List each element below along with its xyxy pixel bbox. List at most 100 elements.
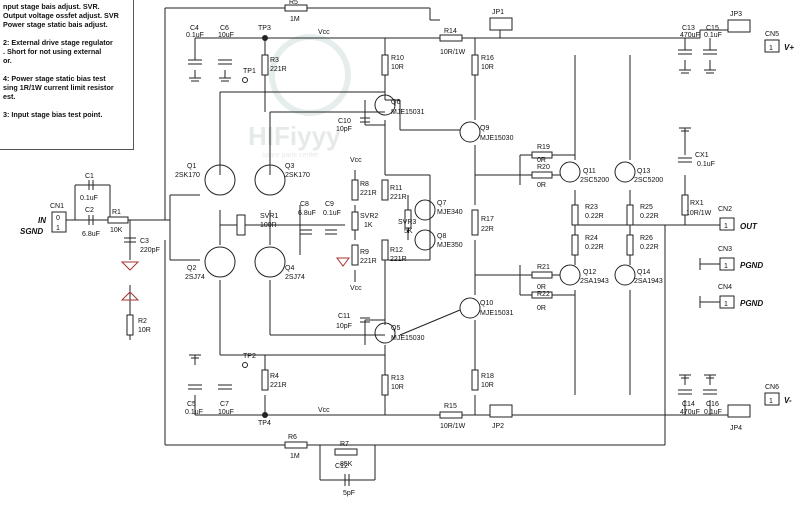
label-svr1v: 100R (260, 222, 277, 229)
label-jp2: JP2 (492, 423, 504, 430)
label-pin-cn4: 1 (724, 301, 728, 308)
r23-resistor (571, 204, 579, 226)
label-c15: C15 (706, 25, 719, 32)
label-rx1: RX1 (690, 200, 704, 207)
label-r8: R8 (360, 181, 369, 188)
note-line: 3: Input stage bias test point. (3, 110, 103, 119)
label-r4: R4 (270, 373, 279, 380)
r8-resistor (351, 179, 359, 201)
r11-resistor (381, 179, 389, 201)
label-r26v: 0.22R (640, 244, 659, 251)
tp3-point (262, 35, 268, 41)
r12-resistor (381, 239, 389, 261)
label-q14: Q14 (637, 269, 650, 276)
label-c5: C5 (187, 401, 196, 408)
r9-resistor (351, 244, 359, 266)
label-q4: Q4 (285, 265, 294, 272)
label-q7: Q7 (437, 200, 446, 207)
r7-resistor (334, 448, 358, 456)
label-q8v: MJE350 (437, 242, 463, 249)
label-q7v: MJE340 (437, 209, 463, 216)
label-r25: R25 (640, 204, 653, 211)
r21-resistor (531, 271, 553, 279)
label-q5: Q5 (391, 325, 400, 332)
label-q8: Q8 (437, 233, 446, 240)
r22-resistor (531, 291, 553, 299)
label-c3: C3 (140, 238, 149, 245)
label-pin-cn3: 1 (724, 263, 728, 270)
r10-resistor (381, 54, 389, 76)
label-svr3: SVR3 (398, 219, 416, 226)
label-r8v: 221R (360, 190, 377, 197)
label-c8v: 6.8uF (298, 210, 316, 217)
r5-resistor (284, 4, 308, 12)
r2-resistor (126, 314, 134, 336)
label-r20: R20 (537, 164, 550, 171)
cn6-connector (764, 392, 780, 406)
r13-resistor (381, 374, 389, 396)
jp4-jumper (727, 404, 751, 418)
label-c2v: 6.8uF (82, 231, 100, 238)
watermark-main: HIFiyyy (248, 121, 341, 151)
label-c14v: 470uF (680, 409, 700, 416)
label-r18: R18 (481, 373, 494, 380)
label-q12v: 2SA1943 (580, 278, 609, 285)
cn2-connector (719, 217, 735, 231)
q7-bjt (414, 199, 436, 221)
label-cn5: CN5 (765, 31, 779, 38)
q1-jfet (204, 164, 236, 196)
label-q6: Q6 (391, 99, 400, 106)
r2-ground-icon (120, 291, 140, 301)
note-line: 4: Power stage static bias test (3, 74, 106, 83)
r6-resistor (284, 441, 308, 449)
label-r16: R16 (481, 55, 494, 62)
label-q3v: 2SK170 (285, 172, 310, 179)
label-q13: Q13 (637, 168, 650, 175)
q6-bjt (374, 94, 396, 116)
label-q12: Q12 (583, 269, 596, 276)
note-line: sing 1R/1W current limit resistor (3, 83, 114, 92)
label-r22: R22 (537, 291, 550, 298)
label-vcc4: Vcc (350, 285, 362, 292)
label-c12: C12 (335, 463, 348, 470)
label-tp4: TP4 (258, 420, 271, 427)
label-r11: R11 (390, 185, 402, 192)
q2-jfet (204, 246, 236, 278)
label-q1: Q1 (187, 163, 196, 170)
svr1-pot (236, 214, 246, 236)
label-r17: R17 (481, 216, 494, 223)
cn1-connector (51, 211, 67, 233)
label-r14v: 10R/1W (440, 49, 466, 56)
label-c6v: 10uF (218, 32, 234, 39)
label-cn2: CN2 (718, 206, 732, 213)
q3-jfet (254, 164, 286, 196)
label-r18v: 10R (481, 382, 494, 389)
label-r12v: 221R (390, 256, 407, 263)
label-q11: Q11 (583, 168, 596, 175)
label-r6: R6 (288, 434, 297, 441)
jp3-jumper (727, 19, 751, 33)
labels: R5 1M R6 1M R7 85K C12 5pF C4 0.1uF C6 1… (20, 0, 794, 497)
label-q2v: 2SJ74 (185, 274, 205, 281)
label-r14: R14 (444, 28, 457, 35)
tp1-point (242, 77, 248, 83)
label-cn6t: V- (784, 396, 792, 405)
c3-ground-icon (120, 261, 140, 271)
label-vcc3: Vcc (350, 157, 362, 164)
q4-jfet (254, 246, 286, 278)
label-sgnd: SGND (20, 227, 43, 236)
label-vcc1: Vcc (318, 29, 330, 36)
r25-resistor (626, 204, 634, 226)
label-svr2: SVR2 (360, 213, 378, 220)
label-r7: R7 (340, 441, 349, 448)
label-r3: R3 (270, 57, 279, 64)
note-line: Output voltage ossfet adjust. SVR (3, 11, 119, 20)
label-q6v: MJE15031 (391, 109, 425, 116)
r20-resistor (531, 171, 553, 179)
label-c9v: 0.1uF (323, 210, 341, 217)
label-r12: R12 (390, 247, 403, 254)
label-c11: C11 (338, 313, 350, 320)
label-r1: R1 (112, 209, 121, 216)
note-line: est. (3, 92, 16, 101)
label-c7v: 10uF (218, 409, 234, 416)
